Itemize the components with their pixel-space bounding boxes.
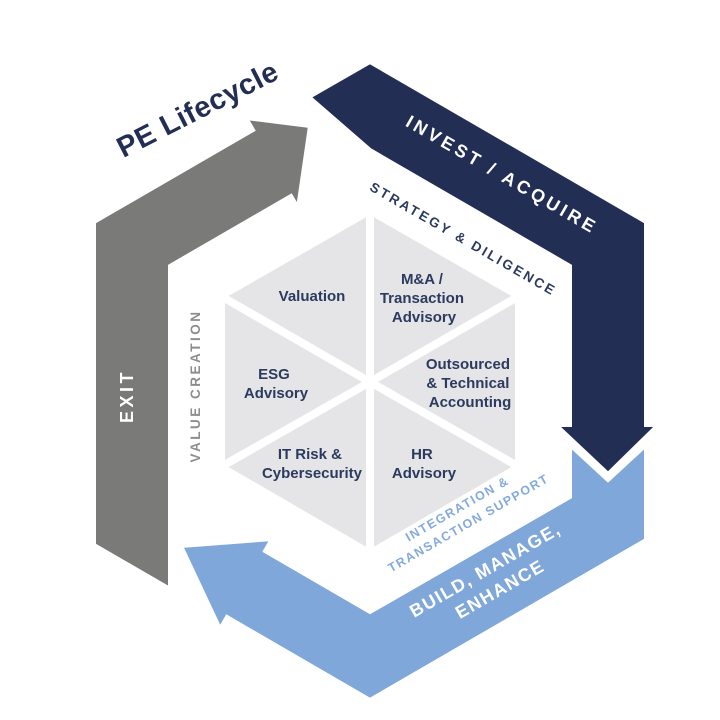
- service-ma-line-1: M&A /: [401, 271, 444, 288]
- service-ma-line-2: Transaction: [380, 290, 464, 307]
- service-outsourced-line-1: Outsourced: [426, 356, 510, 373]
- service-valuation: Valuation: [279, 288, 346, 305]
- divider-lower-right: [368, 378, 523, 472]
- service-outsourced-accounting: Outsourced & Technical Accounting: [426, 356, 514, 411]
- divider-upper-right: [368, 291, 523, 386]
- service-ma-line-3: Advisory: [392, 309, 457, 326]
- service-ma-transaction-advisory: M&A / Transaction Advisory: [380, 271, 468, 326]
- service-outsourced-line-3: Accounting: [429, 394, 512, 411]
- service-itrisk-line-1: IT Risk &: [278, 446, 342, 463]
- exit-label: EXIT: [117, 369, 137, 423]
- service-hr-line-2: Advisory: [392, 465, 457, 482]
- service-esg-line-1: ESG: [258, 366, 290, 383]
- divider-lower-left: [217, 378, 372, 472]
- invest-acquire-arrow: [305, 59, 663, 477]
- phase-value-creation: VALUE CREATION: [188, 310, 203, 463]
- service-outsourced-line-2: & Technical: [426, 375, 509, 392]
- service-hr-line-1: HR: [411, 446, 433, 463]
- exit-arrow: [92, 115, 313, 593]
- service-esg-advisory: ESG Advisory: [244, 366, 309, 402]
- service-hexagon-dividers: [217, 207, 523, 557]
- service-esg-line-2: Advisory: [244, 385, 309, 402]
- divider-upper-left: [217, 291, 372, 386]
- service-itrisk-line-2: Cybersecurity: [262, 465, 363, 482]
- service-hexagon: [217, 207, 523, 557]
- service-it-risk-cybersecurity: IT Risk & Cybersecurity: [262, 446, 363, 482]
- build-manage-arrow: [177, 440, 648, 703]
- service-labels: Valuation M&A / Transaction Advisory Out…: [244, 271, 514, 482]
- service-hr-advisory: HR Advisory: [392, 446, 457, 482]
